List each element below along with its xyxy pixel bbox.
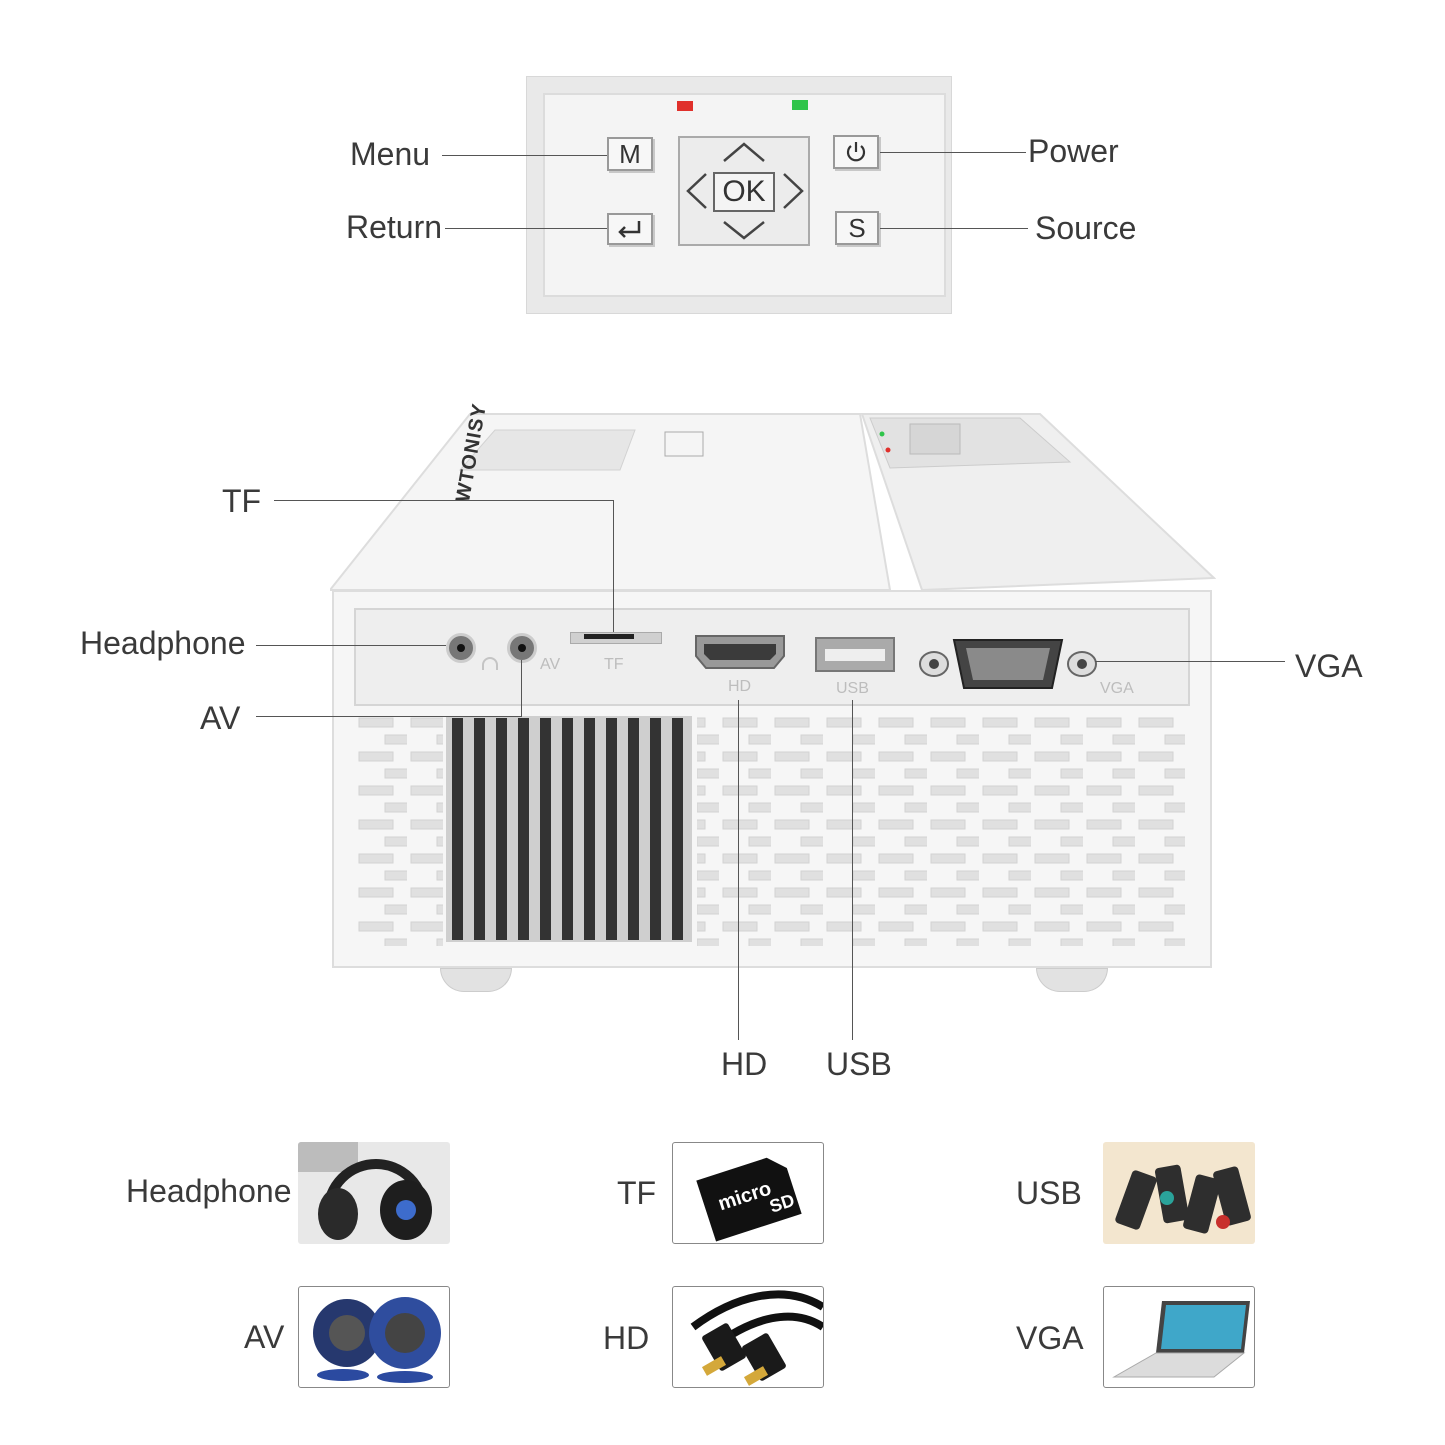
power-callout: Power <box>1028 133 1119 169</box>
av-callout: AV <box>200 700 241 736</box>
tf-port-label: TF <box>604 656 624 673</box>
tf-callout: TF <box>222 483 262 519</box>
return-key[interactable] <box>607 213 653 245</box>
accessory-label-headphone: Headphone <box>126 1173 292 1209</box>
right-arrow-icon <box>783 173 804 209</box>
usb-drives-icon <box>1115 1164 1251 1234</box>
accessory-label-hd: HD <box>603 1320 650 1356</box>
red-led <box>677 101 693 111</box>
hdmi-cable-icon <box>690 1290 823 1386</box>
tf-leader-v <box>613 500 614 632</box>
speaker-grille <box>355 714 1185 946</box>
left-foot <box>440 968 512 992</box>
accessory-label-av: AV <box>244 1319 285 1355</box>
av-leader-v <box>521 660 522 717</box>
source-key[interactable]: S <box>835 211 879 245</box>
usb-callout: USB <box>826 1046 892 1082</box>
vent-slat <box>584 718 595 940</box>
power-key[interactable] <box>833 135 879 169</box>
right-foot <box>1036 968 1108 992</box>
return-callout: Return <box>346 209 443 245</box>
usb-drives-image <box>1103 1142 1255 1244</box>
accessory-label-tf: TF <box>617 1175 657 1211</box>
headphone-callout: Headphone <box>80 625 246 661</box>
usb-port <box>815 637 895 672</box>
direction-arrows <box>686 142 804 240</box>
vent-slat <box>518 718 529 940</box>
hd-callout: HD <box>721 1046 768 1082</box>
up-arrow-icon <box>723 142 765 162</box>
hdmi-port <box>695 635 785 669</box>
laptop-image <box>1103 1286 1255 1388</box>
menu-callout: Menu <box>350 136 431 172</box>
tf-leader-h <box>274 500 614 501</box>
vent-slat <box>650 718 661 940</box>
headphone-jack <box>446 633 476 663</box>
vent-slat <box>496 718 507 940</box>
vent-slat <box>452 718 463 940</box>
down-arrow-icon <box>723 221 765 240</box>
accessory-label-vga: VGA <box>1016 1320 1084 1356</box>
ok-key[interactable]: OK <box>713 172 775 212</box>
green-led <box>792 100 808 110</box>
hd-port-label: HD <box>728 678 752 695</box>
vga-port-label: VGA <box>1100 680 1134 697</box>
vga-leader <box>1095 661 1285 662</box>
headphones-image <box>298 1142 450 1244</box>
vent-slat <box>672 718 683 940</box>
usb-port-label: USB <box>836 680 869 697</box>
laptop-icon <box>1112 1301 1250 1378</box>
av-jack <box>507 633 537 663</box>
accessory-label-usb: USB <box>1016 1175 1082 1211</box>
microsd-card-icon: micro SD <box>696 1157 802 1242</box>
vent-slat <box>606 718 617 940</box>
power-icon <box>846 142 866 162</box>
projector-top <box>330 413 1216 592</box>
source-callout: Source <box>1035 210 1137 246</box>
headphone-symbol-icon <box>482 657 498 670</box>
speakers-image <box>298 1286 450 1388</box>
av-port-label: AV <box>540 656 561 673</box>
vga-callout: VGA <box>1295 648 1363 684</box>
menu-key[interactable]: M <box>607 137 653 171</box>
speakers-icon <box>313 1297 441 1383</box>
return-arrow-icon <box>618 221 641 238</box>
tf-slot-opening <box>584 634 634 639</box>
source-leader <box>880 228 1028 229</box>
vent-slat <box>540 718 551 940</box>
menu-leader <box>442 155 607 156</box>
headphones-icon <box>298 1142 432 1240</box>
vent-slat <box>474 718 485 940</box>
hd-leader <box>738 700 739 1040</box>
vent-slat <box>628 718 639 940</box>
left-arrow-icon <box>686 173 707 209</box>
power-leader <box>880 152 1026 153</box>
av-leader-h <box>256 716 522 717</box>
vga-port <box>919 639 1097 689</box>
usb-leader <box>852 700 853 1040</box>
hdmi-cable-image <box>672 1286 824 1388</box>
microsd-image: micro SD <box>672 1142 824 1244</box>
vent-slat <box>562 718 573 940</box>
return-leader <box>445 228 607 229</box>
headphone-leader <box>256 645 446 646</box>
